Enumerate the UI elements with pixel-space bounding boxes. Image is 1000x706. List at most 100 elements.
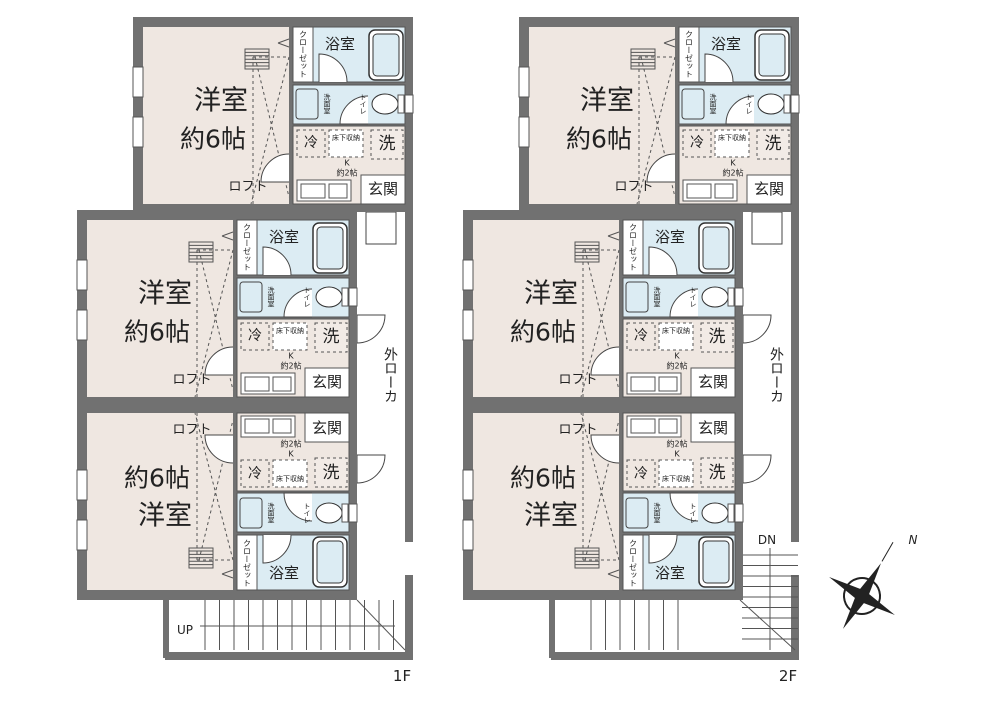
closet-marker [663,38,676,44]
entrance-label: 玄関 [312,373,342,391]
washer-space [700,457,734,488]
fridge-label: 冷 [304,135,318,151]
closet-marker [221,569,234,575]
washroom-label: 洗面室 [653,286,661,308]
entrance-label: 玄関 [698,373,728,391]
entrance-label: 玄関 [754,180,784,198]
closet-marker [607,569,620,575]
unit-1F-c: 洋室約6帖ロフトクローゼット浴室洗面室トイレ冷床下収納洗K約2帖玄関 [76,405,358,600]
wash-basin [239,497,263,529]
sink [630,418,656,434]
entrance-door [356,454,386,484]
underfloor-storage [328,129,364,158]
compass-north-line [881,542,894,562]
bathtub-inner [702,540,730,584]
window [462,519,474,551]
washroom-label: 洗面室 [267,502,275,524]
stove [272,376,292,392]
sink [630,376,656,392]
loft-label: ロフト [172,373,211,388]
fridge-label: 冷 [248,328,262,344]
kitchen-label: K [344,159,350,168]
stair-diagonal [356,599,406,651]
toilet-bowl [757,93,785,115]
stair-diagonal [739,599,796,651]
entrance-door-top [365,211,397,245]
toilet-tank [727,503,735,523]
washer-space [370,129,404,160]
room-name: 洋室 [524,501,578,532]
kitchen-size-label: 約2帖 [280,439,301,449]
room-door [590,434,620,464]
washroom-door [283,288,313,318]
room-size: 約6帖 [124,464,190,493]
storage-label: 床下収納 [662,326,690,335]
closet-marker [221,231,234,237]
toilet-bowl [315,286,343,308]
bathroom-label: 浴室 [711,35,741,53]
unit-1F-a: 洋室約6帖ロフトクローゼット浴室洗面室トイレ冷床下収納洗K約2帖玄関 [132,17,414,212]
sink [300,183,326,199]
compass-north-label: N [909,533,918,547]
toilet-tank [341,503,349,523]
window [132,66,144,98]
entrance [746,174,792,205]
loft-label: ロフト [558,423,597,438]
floor-label: 2F [779,667,797,685]
loft-label: ロフト [558,373,597,388]
bathroom-label: 浴室 [655,228,685,246]
compass-ring [843,577,881,615]
entrance-door [356,314,386,344]
stairs-wall-bottom [165,652,413,660]
fridge-space [626,322,656,351]
stairs-wall-right [405,575,413,660]
bathtub-inner [758,33,786,77]
room-door [204,434,234,464]
storage-label: 床下収納 [662,474,690,483]
washer-space [314,457,348,488]
stairs-label: UP [177,623,193,637]
fridge-label: 冷 [634,328,648,344]
wash-basin [295,88,319,120]
stove [272,418,292,434]
corridor-wall [791,212,799,542]
underfloor-storage [658,322,694,351]
closet-marker [663,42,676,48]
underfloor-storage [658,459,694,488]
washer-label: 洗 [709,327,726,347]
window [734,503,744,523]
bathroom-label: 浴室 [325,35,355,53]
closet-label: クローゼット [629,223,638,271]
stairs-wall-bottom [551,652,799,660]
toilet-label: トイレ [303,287,311,308]
unit-1F-b: 洋室約6帖ロフトクローゼット浴室洗面室トイレ冷床下収納洗K約2帖玄関 [76,210,358,405]
window [462,309,474,341]
bath-door [262,534,292,564]
stairs-wall-left [549,598,555,658]
storage-label: 床下収納 [276,474,304,483]
stairs-wall-left [163,598,169,658]
window [132,116,144,148]
washer-label: 洗 [709,463,726,483]
toilet-label: トイレ [303,503,311,524]
entrance-door [742,454,772,484]
fridge-space [240,459,270,488]
washroom-door [283,492,313,522]
bathroom-label: 浴室 [655,564,685,582]
toilet-tank [397,94,405,114]
loft-outline [194,412,234,561]
closet-marker [277,38,290,44]
sink [686,183,712,199]
loft-label: ロフト [228,180,267,195]
corridor [743,212,791,542]
entrance-label: 玄関 [312,419,342,437]
kitchen-size-label: 約2帖 [666,361,687,371]
kitchen-size-label: 約2帖 [280,361,301,371]
fridge-space [240,322,270,351]
room-size: 約6帖 [510,464,576,493]
bathtub-inner [316,540,344,584]
room-name: 洋室 [580,86,634,117]
window [348,503,358,523]
window [734,287,744,307]
toilet-tank [783,94,791,114]
